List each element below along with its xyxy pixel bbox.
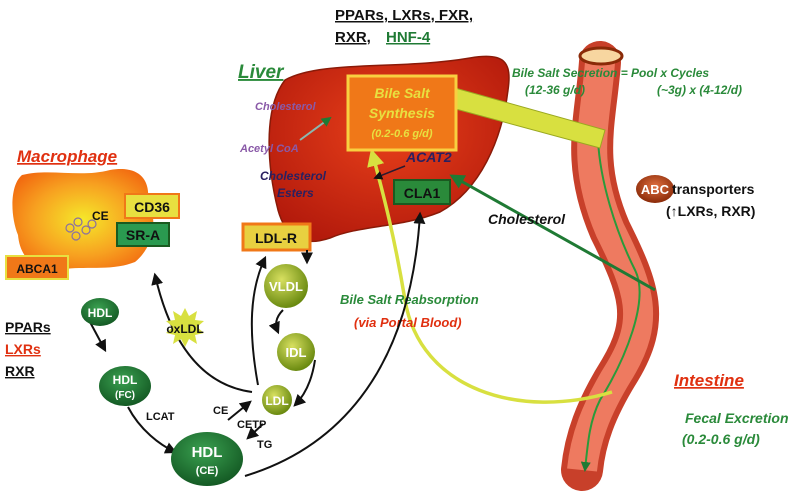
regulators-top-line1: PPARs, LXRs, FXR, bbox=[335, 7, 473, 24]
regulators-top-hnf4: HNF-4 bbox=[386, 29, 431, 46]
cetp-ce-label: CE bbox=[213, 405, 228, 417]
lcat-label: LCAT bbox=[146, 411, 175, 423]
cd36-box bbox=[124, 193, 180, 219]
hdl-label: HDL bbox=[88, 306, 113, 320]
ldlr-label: LDL-R bbox=[255, 230, 297, 246]
sra-label: SR-A bbox=[126, 227, 160, 243]
acetyl-to-cholesterol-arrow bbox=[299, 116, 332, 141]
liver-label: Liver bbox=[238, 62, 285, 83]
cholesterol-uptake-arrow bbox=[449, 174, 656, 292]
macrophage-label: Macrophage bbox=[17, 147, 117, 166]
acat2-label: ACAT2 bbox=[405, 149, 452, 165]
secretion-equation: Bile Salt Secretion = Pool x Cycles bbox=[512, 66, 709, 80]
acat2-arrow bbox=[373, 165, 406, 180]
acetyl-coa-label: Acetyl CoA bbox=[239, 143, 299, 155]
cholesterol-esters-line1: Cholesterol bbox=[260, 169, 327, 183]
tg-label: TG bbox=[257, 439, 272, 451]
abc-badge bbox=[636, 175, 674, 203]
cetp-label: CETP bbox=[237, 419, 266, 431]
cholesterol-label: Cholesterol bbox=[255, 101, 316, 113]
vldl-particle bbox=[264, 264, 308, 308]
reabsorption-line1: Bile Salt Reabsorption bbox=[340, 292, 479, 307]
cholesterol-esters-line2: Esters bbox=[277, 186, 314, 200]
hdl-ce-sublabel: (CE) bbox=[196, 465, 219, 477]
hdl-particle bbox=[81, 298, 119, 326]
idl-label: IDL bbox=[286, 345, 307, 360]
sra-box bbox=[116, 222, 170, 247]
cd36-label: CD36 bbox=[134, 199, 170, 215]
cla1-label: CLA1 bbox=[404, 185, 441, 201]
regulator-ppars: PPARs bbox=[5, 319, 51, 335]
cla1-box bbox=[393, 179, 451, 205]
synthesis-rate: (0.2-0.6 g/d) bbox=[371, 128, 432, 140]
cholesterol-ester-cluster bbox=[65, 217, 97, 241]
hdl-ce-particle bbox=[171, 432, 243, 486]
macrophage-ce-label: CE bbox=[92, 209, 109, 223]
hdl-ce-label: HDL bbox=[192, 444, 223, 461]
oxldl-label: oxLDL bbox=[166, 322, 203, 336]
abc-badge-label: ABC bbox=[641, 182, 670, 197]
hdl-fc-sublabel: (FC) bbox=[115, 390, 135, 401]
idl-particle bbox=[277, 333, 315, 371]
lipoprotein-arrows bbox=[89, 211, 426, 477]
ldl-particle bbox=[262, 385, 292, 415]
cholesterol-flow-label: Cholesterol bbox=[488, 211, 566, 227]
fecal-excretion-rate: (0.2-0.6 g/d) bbox=[682, 431, 760, 447]
secretion-rate: (12-36 g/d) bbox=[525, 83, 585, 97]
intestine-label: Intestine bbox=[674, 371, 744, 390]
regulators-top-rxr: RXR, bbox=[335, 29, 371, 46]
intestine-tube bbox=[561, 41, 660, 491]
synthesis-line1: Bile Salt bbox=[374, 85, 431, 101]
bile-salt-synthesis-box bbox=[346, 74, 458, 152]
ldl-label: LDL bbox=[265, 394, 288, 408]
vldl-label: VLDL bbox=[269, 279, 303, 294]
synthesis-line2: Synthesis bbox=[369, 105, 435, 121]
hdl-fc-particle bbox=[99, 366, 151, 406]
ldlr-box bbox=[241, 222, 312, 252]
abc-transporters-label: transporters bbox=[672, 181, 755, 197]
regulator-rxr: RXR bbox=[5, 363, 35, 379]
abc-regulators: (↑LXRs, RXR) bbox=[666, 203, 755, 219]
regulator-lxrs: LXRs bbox=[5, 341, 41, 357]
reabsorption-line2: (via Portal Blood) bbox=[354, 315, 462, 330]
abca1-box bbox=[5, 255, 69, 280]
fecal-excretion-label: Fecal Excretion bbox=[685, 410, 789, 426]
secretion-formula: (~3g) x (4-12/d) bbox=[657, 83, 742, 97]
abca1-label: ABCA1 bbox=[16, 262, 58, 276]
oxldl-particle bbox=[166, 308, 204, 347]
bile-reabsorption-arrow bbox=[367, 148, 613, 404]
hdl-fc-label: HDL bbox=[113, 373, 138, 387]
